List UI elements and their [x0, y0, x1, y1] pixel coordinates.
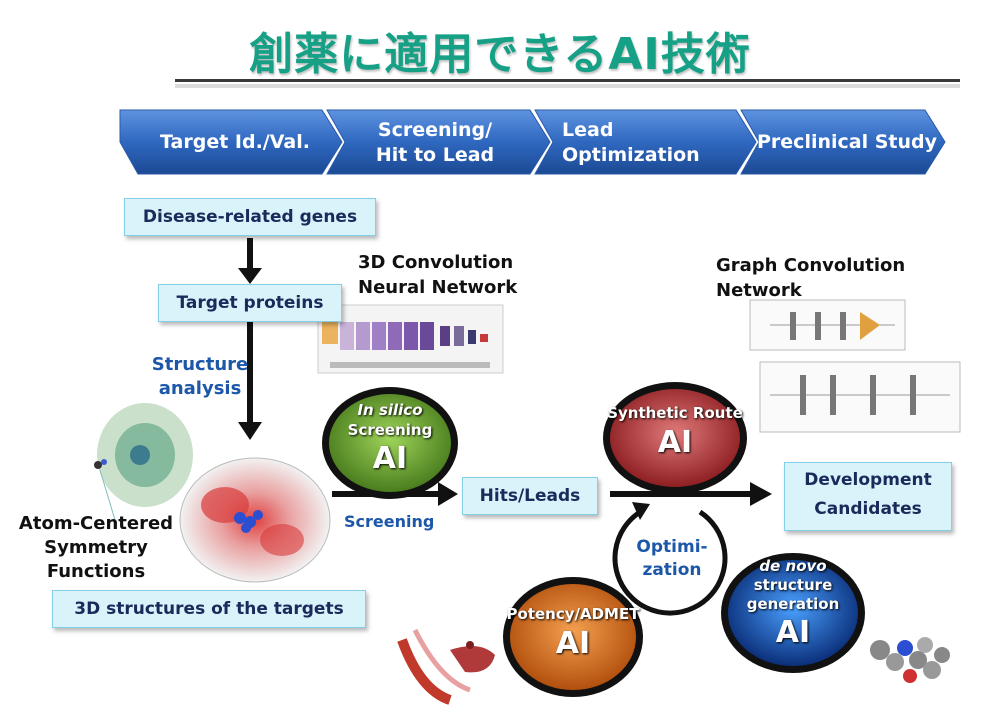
protein-structure-image — [179, 457, 331, 583]
label-line: Structure — [151, 354, 249, 375]
oval-line: Synthetic Route — [607, 404, 743, 422]
oval-line: Screening — [347, 421, 433, 439]
stage-screening: Screening/ Hit to Lead — [340, 118, 530, 168]
label-line: Network — [716, 280, 802, 301]
oval-in-silico — [322, 387, 458, 499]
stage-lead-opt: Lead Optimization — [548, 118, 718, 168]
optimization-cycle — [612, 509, 728, 616]
stage-label: Hit to Lead — [375, 144, 495, 166]
ai-label: AI — [372, 441, 408, 476]
label-line: Optimi- — [636, 537, 708, 557]
page-title: 創薬に適用できるAI技術 — [249, 29, 751, 80]
hits-leads-box: Hits/Leads — [462, 477, 598, 515]
stage-label: Preclinical Study — [757, 131, 937, 153]
label-line: 3D Convolution — [358, 252, 514, 273]
organ-illustration-image — [397, 628, 495, 705]
label-line: Neural Network — [358, 277, 518, 298]
potency-admet-text: Potency/ADMET AI — [490, 604, 656, 664]
target-proteins-box: Target proteins — [158, 284, 342, 322]
stage-label: Optimization — [562, 144, 700, 166]
structures-box: 3D structures of the targets — [52, 590, 366, 628]
in-silico-text: In silico Screening AI — [325, 400, 455, 478]
stage-label: Screening/ — [377, 119, 493, 141]
oval-synthetic — [603, 382, 747, 494]
ai-label: AI — [775, 615, 811, 650]
box-line: Development — [804, 470, 932, 490]
gcn-label: Graph Convolution Network — [716, 253, 905, 303]
oval-line: structure — [753, 576, 833, 594]
title-divider — [175, 79, 960, 82]
oval-line: de novo — [759, 557, 827, 575]
cnn-label: 3D Convolution Neural Network — [358, 250, 517, 300]
stage-chevron-1 — [119, 109, 343, 175]
acsf-label: Atom-Centered Symmetry Functions — [6, 512, 186, 584]
label-line: zation — [642, 560, 702, 580]
development-candidates-box: Development Candidates — [784, 462, 952, 531]
structure-analysis-label: Structure analysis — [145, 353, 255, 401]
label-line: analysis — [158, 378, 242, 399]
stage-label: Lead — [562, 119, 614, 141]
label-line: Graph Convolution — [716, 255, 906, 276]
ai-label: AI — [555, 626, 591, 661]
box-line: Candidates — [814, 499, 922, 519]
de-novo-text: de novo structure generation AI — [728, 557, 858, 652]
cnn-diagram-image — [317, 304, 504, 374]
disease-genes-box: Disease-related genes — [124, 198, 376, 236]
ligand-molecule-image — [870, 637, 950, 683]
synthetic-route-text: Synthetic Route AI — [600, 403, 750, 463]
stage-chevron-2 — [326, 109, 551, 175]
stage-preclinical: Preclinical Study — [752, 130, 942, 155]
oval-line: Potency/ADMET — [506, 605, 640, 623]
ai-label: AI — [657, 425, 693, 460]
oval-de-novo — [721, 553, 865, 673]
label-line: Functions — [46, 561, 146, 582]
stage-chevron-3 — [534, 109, 757, 175]
label-line: Atom-Centered — [18, 513, 174, 534]
stage-chevron-4 — [740, 109, 946, 175]
title-divider-shadow — [175, 84, 960, 88]
oval-potency — [503, 577, 643, 697]
gcn-diagram-image — [749, 299, 961, 433]
optimization-label: Optimi- zation — [632, 536, 712, 582]
stage-target: Target Id./Val. — [140, 130, 330, 155]
stage-label: Target Id./Val. — [160, 131, 310, 153]
screening-label: Screening — [344, 512, 435, 531]
molecule-cloud-image — [94, 403, 193, 521]
label-line: Symmetry — [44, 537, 148, 558]
oval-line: In silico — [357, 401, 423, 419]
oval-line: generation — [746, 595, 840, 613]
